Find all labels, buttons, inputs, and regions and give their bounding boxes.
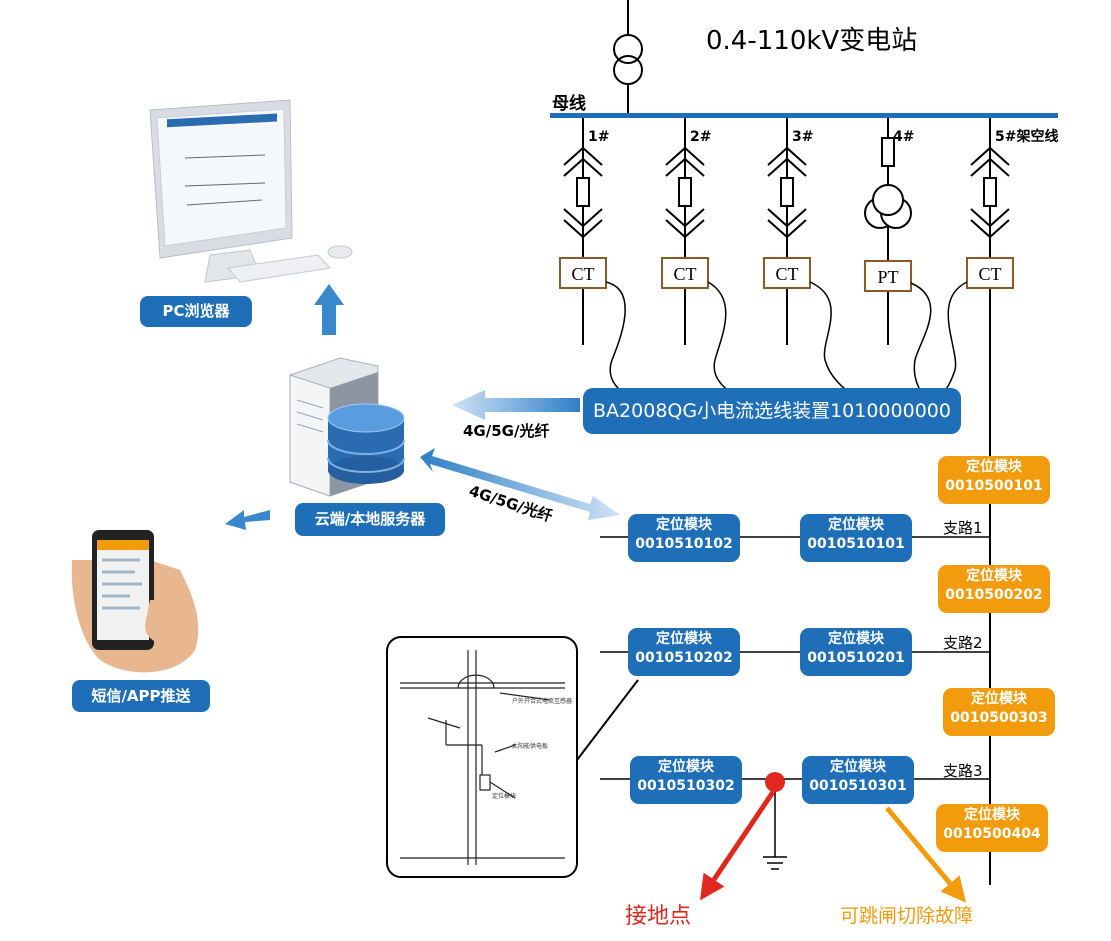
feeder-label-5: 5#架空线: [995, 128, 1058, 145]
branch-module-0010510201: 定位模块 0010510201: [800, 628, 912, 676]
module-code: 0010510102: [635, 536, 733, 552]
ground-icon: [763, 784, 787, 870]
module-title: 定位模块: [656, 517, 712, 533]
ct-label-5: CT: [978, 264, 1001, 284]
database-icon: [327, 403, 405, 484]
module-code: 0010510101: [807, 536, 905, 552]
arrow-to-pc: [314, 284, 344, 335]
pt-label-4: PT: [877, 267, 898, 287]
module-title: 定位模块: [971, 691, 1027, 707]
module-code: 0010510302: [637, 778, 735, 794]
device-box-label: BA2008QG小电流选线装置1010000000: [593, 400, 951, 422]
feeder-label-1: 1#: [588, 129, 609, 145]
module-code: 0010500404: [943, 826, 1041, 842]
module-code: 0010510301: [809, 778, 907, 794]
phone-label: 短信/APP推送: [72, 680, 210, 712]
link-label-2: 4G/5G/光纤: [467, 482, 555, 526]
ct-label-2: CT: [673, 264, 696, 284]
pole-inset: 户外开合式电流互感器 太阳能供电板 定位模块: [386, 636, 639, 878]
branch-label-3: 支路3: [943, 762, 983, 780]
ct-label-1: CT: [571, 264, 594, 284]
switch-feeder-3: [767, 146, 807, 239]
bus-bar: [550, 113, 1058, 118]
bus-label: 母线: [552, 93, 586, 114]
trip-arrow: [885, 806, 967, 903]
device-box: BA2008QG小电流选线装置1010000000: [583, 388, 961, 434]
ct-boxes: [559, 257, 1014, 292]
module-title: 定位模块: [966, 459, 1022, 475]
module-code: 0010510201: [807, 650, 905, 666]
server-label: 云端/本地服务器: [295, 503, 445, 536]
pc-label: PC浏览器: [140, 296, 252, 327]
switch-feeder-2: [665, 146, 705, 239]
branch-module-0010510101: 定位模块 0010510101: [800, 514, 912, 562]
branch-module-0010510302: 定位模块 0010510302: [630, 756, 742, 804]
module-title: 定位模块: [830, 759, 886, 775]
link-label-1: 4G/5G/光纤: [463, 422, 549, 440]
module-title: 定位模块: [966, 568, 1022, 584]
page-title: 0.4-110kV变电站: [706, 26, 917, 56]
arrow-server-module: [420, 448, 620, 520]
module-title: 定位模块: [828, 517, 884, 533]
switch-feeder-5: [970, 146, 1010, 239]
smartphone-icon: [71, 530, 199, 673]
module-title: 定位模块: [658, 759, 714, 775]
switch-feeder-1: [563, 146, 603, 239]
main-module-0010500404: 定位模块 0010500404: [936, 804, 1048, 852]
svg-text:户外开合式电流互感器: 户外开合式电流互感器: [512, 697, 572, 705]
main-module-0010500303: 定位模块 0010500303: [943, 688, 1055, 736]
module-code: 0010500101: [945, 478, 1043, 494]
module-code: 0010510202: [635, 650, 733, 666]
svg-text:定位模块: 定位模块: [492, 792, 516, 800]
switch-symbols: [563, 137, 1010, 239]
branch-label-2: 支路2: [943, 634, 983, 652]
feeder-label-3: 3#: [792, 129, 813, 145]
feeder-label-4: 4#: [893, 129, 914, 145]
module-title: 定位模块: [964, 807, 1020, 823]
feeder-label-2: 2#: [690, 129, 711, 145]
module-title: 定位模块: [828, 631, 884, 647]
module-code: 0010500303: [950, 710, 1048, 726]
branch-label-1: 支路1: [943, 519, 983, 537]
ground-arrow: [700, 790, 776, 901]
ground-label: 接地点: [625, 903, 691, 928]
transformer-icon: [613, 34, 643, 85]
branch-module-0010510301: 定位模块 0010510301: [802, 756, 914, 804]
module-code: 0010500202: [945, 587, 1043, 603]
module-title: 定位模块: [656, 631, 712, 647]
main-module-0010500202: 定位模块 0010500202: [938, 565, 1050, 613]
monitor-icon: [149, 99, 353, 283]
svg-text:太阳能供电板: 太阳能供电板: [512, 742, 548, 750]
branch-module-0010510102: 定位模块 0010510102: [628, 514, 740, 562]
pt-feeder-4: [864, 137, 912, 229]
main-module-0010500101: 定位模块 0010500101: [938, 456, 1050, 504]
ct-label-3: CT: [775, 264, 798, 284]
arrow-to-phone: [225, 510, 270, 530]
arrows: [225, 284, 620, 530]
branch-module-0010510202: 定位模块 0010510202: [628, 628, 740, 676]
trip-label: 可跳闸切除故障: [840, 905, 973, 927]
ground-point: [765, 772, 785, 792]
arrow-device-to-server: [452, 390, 580, 420]
